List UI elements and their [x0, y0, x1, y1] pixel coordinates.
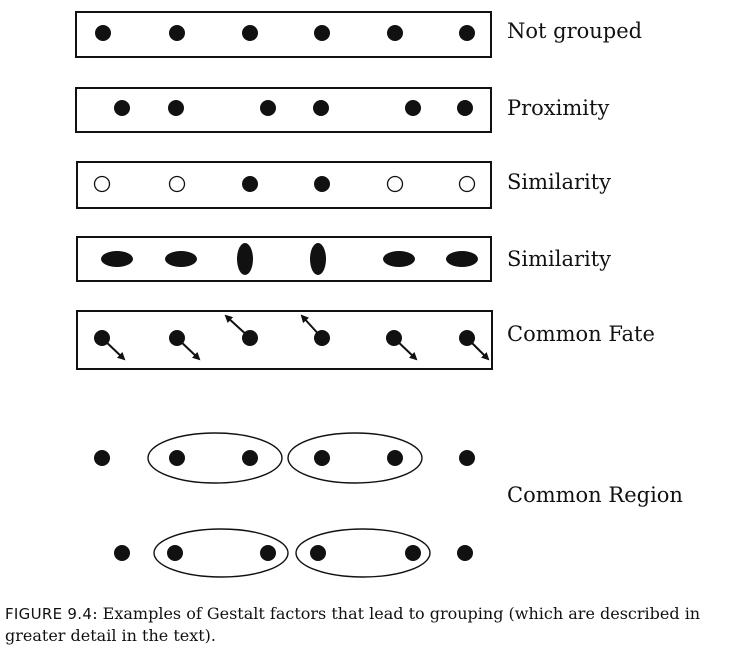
dot — [457, 100, 473, 116]
open-dot — [93, 175, 111, 193]
region-ellipse — [147, 432, 283, 484]
horizontal-ellipse — [165, 251, 197, 267]
dot — [313, 100, 329, 116]
moving-dot — [386, 330, 418, 361]
dot — [168, 100, 184, 116]
dot — [94, 450, 110, 466]
caption-text: : Examples of Gestalt factors that lead … — [5, 604, 701, 645]
row-frame — [75, 11, 492, 58]
row-frame — [75, 87, 492, 133]
row-frame — [76, 310, 493, 370]
dot — [314, 176, 330, 192]
dot — [459, 450, 475, 466]
row-common-region: Common Region — [94, 432, 683, 578]
dot — [405, 545, 421, 561]
vertical-ellipse — [310, 243, 326, 275]
dot — [169, 25, 185, 41]
dot — [242, 450, 258, 466]
dot — [314, 25, 330, 41]
moving-dot — [224, 314, 258, 346]
row-frame — [76, 161, 492, 209]
row-label-proximity: Proximity — [507, 96, 609, 120]
horizontal-ellipse — [383, 251, 415, 267]
dot — [260, 100, 276, 116]
dot — [169, 450, 185, 466]
moving-dot — [459, 330, 490, 361]
dot — [242, 25, 258, 41]
region-ellipse — [153, 528, 289, 578]
moving-dot — [300, 314, 330, 346]
row-frame — [76, 236, 492, 282]
row-label-common-region: Common Region — [507, 483, 683, 507]
moving-dot — [94, 330, 126, 361]
moving-dot — [169, 330, 201, 361]
region-ellipse — [287, 432, 423, 484]
dot — [457, 545, 473, 561]
row-proximity: Proximity — [75, 87, 609, 133]
row-label-similarity-fill: Similarity — [507, 170, 611, 194]
dot — [167, 545, 183, 561]
row-label-common-fate: Common Fate — [507, 322, 655, 346]
gestalt-figure: Not grouped Proximity Similarity Similar… — [75, 11, 683, 578]
horizontal-ellipse — [446, 251, 478, 267]
dot — [114, 100, 130, 116]
horizontal-ellipse — [101, 251, 133, 267]
row-similarity-shape: Similarity — [76, 236, 611, 282]
dot — [95, 25, 111, 41]
row-label-not-grouped: Not grouped — [507, 19, 642, 43]
dot — [387, 450, 403, 466]
dot — [459, 25, 475, 41]
row-label-similarity-shape: Similarity — [507, 247, 611, 271]
row-similarity-fill: Similarity — [76, 161, 611, 209]
row-common-fate: Common Fate — [76, 310, 655, 370]
open-dot — [386, 175, 404, 193]
dot — [310, 545, 326, 561]
open-dot — [458, 175, 476, 193]
row-not-grouped: Not grouped — [75, 11, 642, 58]
figure-caption: FIGURE 9.4: Examples of Gestalt factors … — [5, 603, 745, 647]
region-ellipse — [295, 528, 431, 578]
open-dot — [168, 175, 186, 193]
vertical-ellipse — [237, 243, 253, 275]
dot — [260, 545, 276, 561]
dot — [242, 176, 258, 192]
dot — [314, 450, 330, 466]
dot — [387, 25, 403, 41]
dot — [405, 100, 421, 116]
figure-label: FIGURE 9.4 — [5, 605, 93, 623]
dot — [114, 545, 130, 561]
